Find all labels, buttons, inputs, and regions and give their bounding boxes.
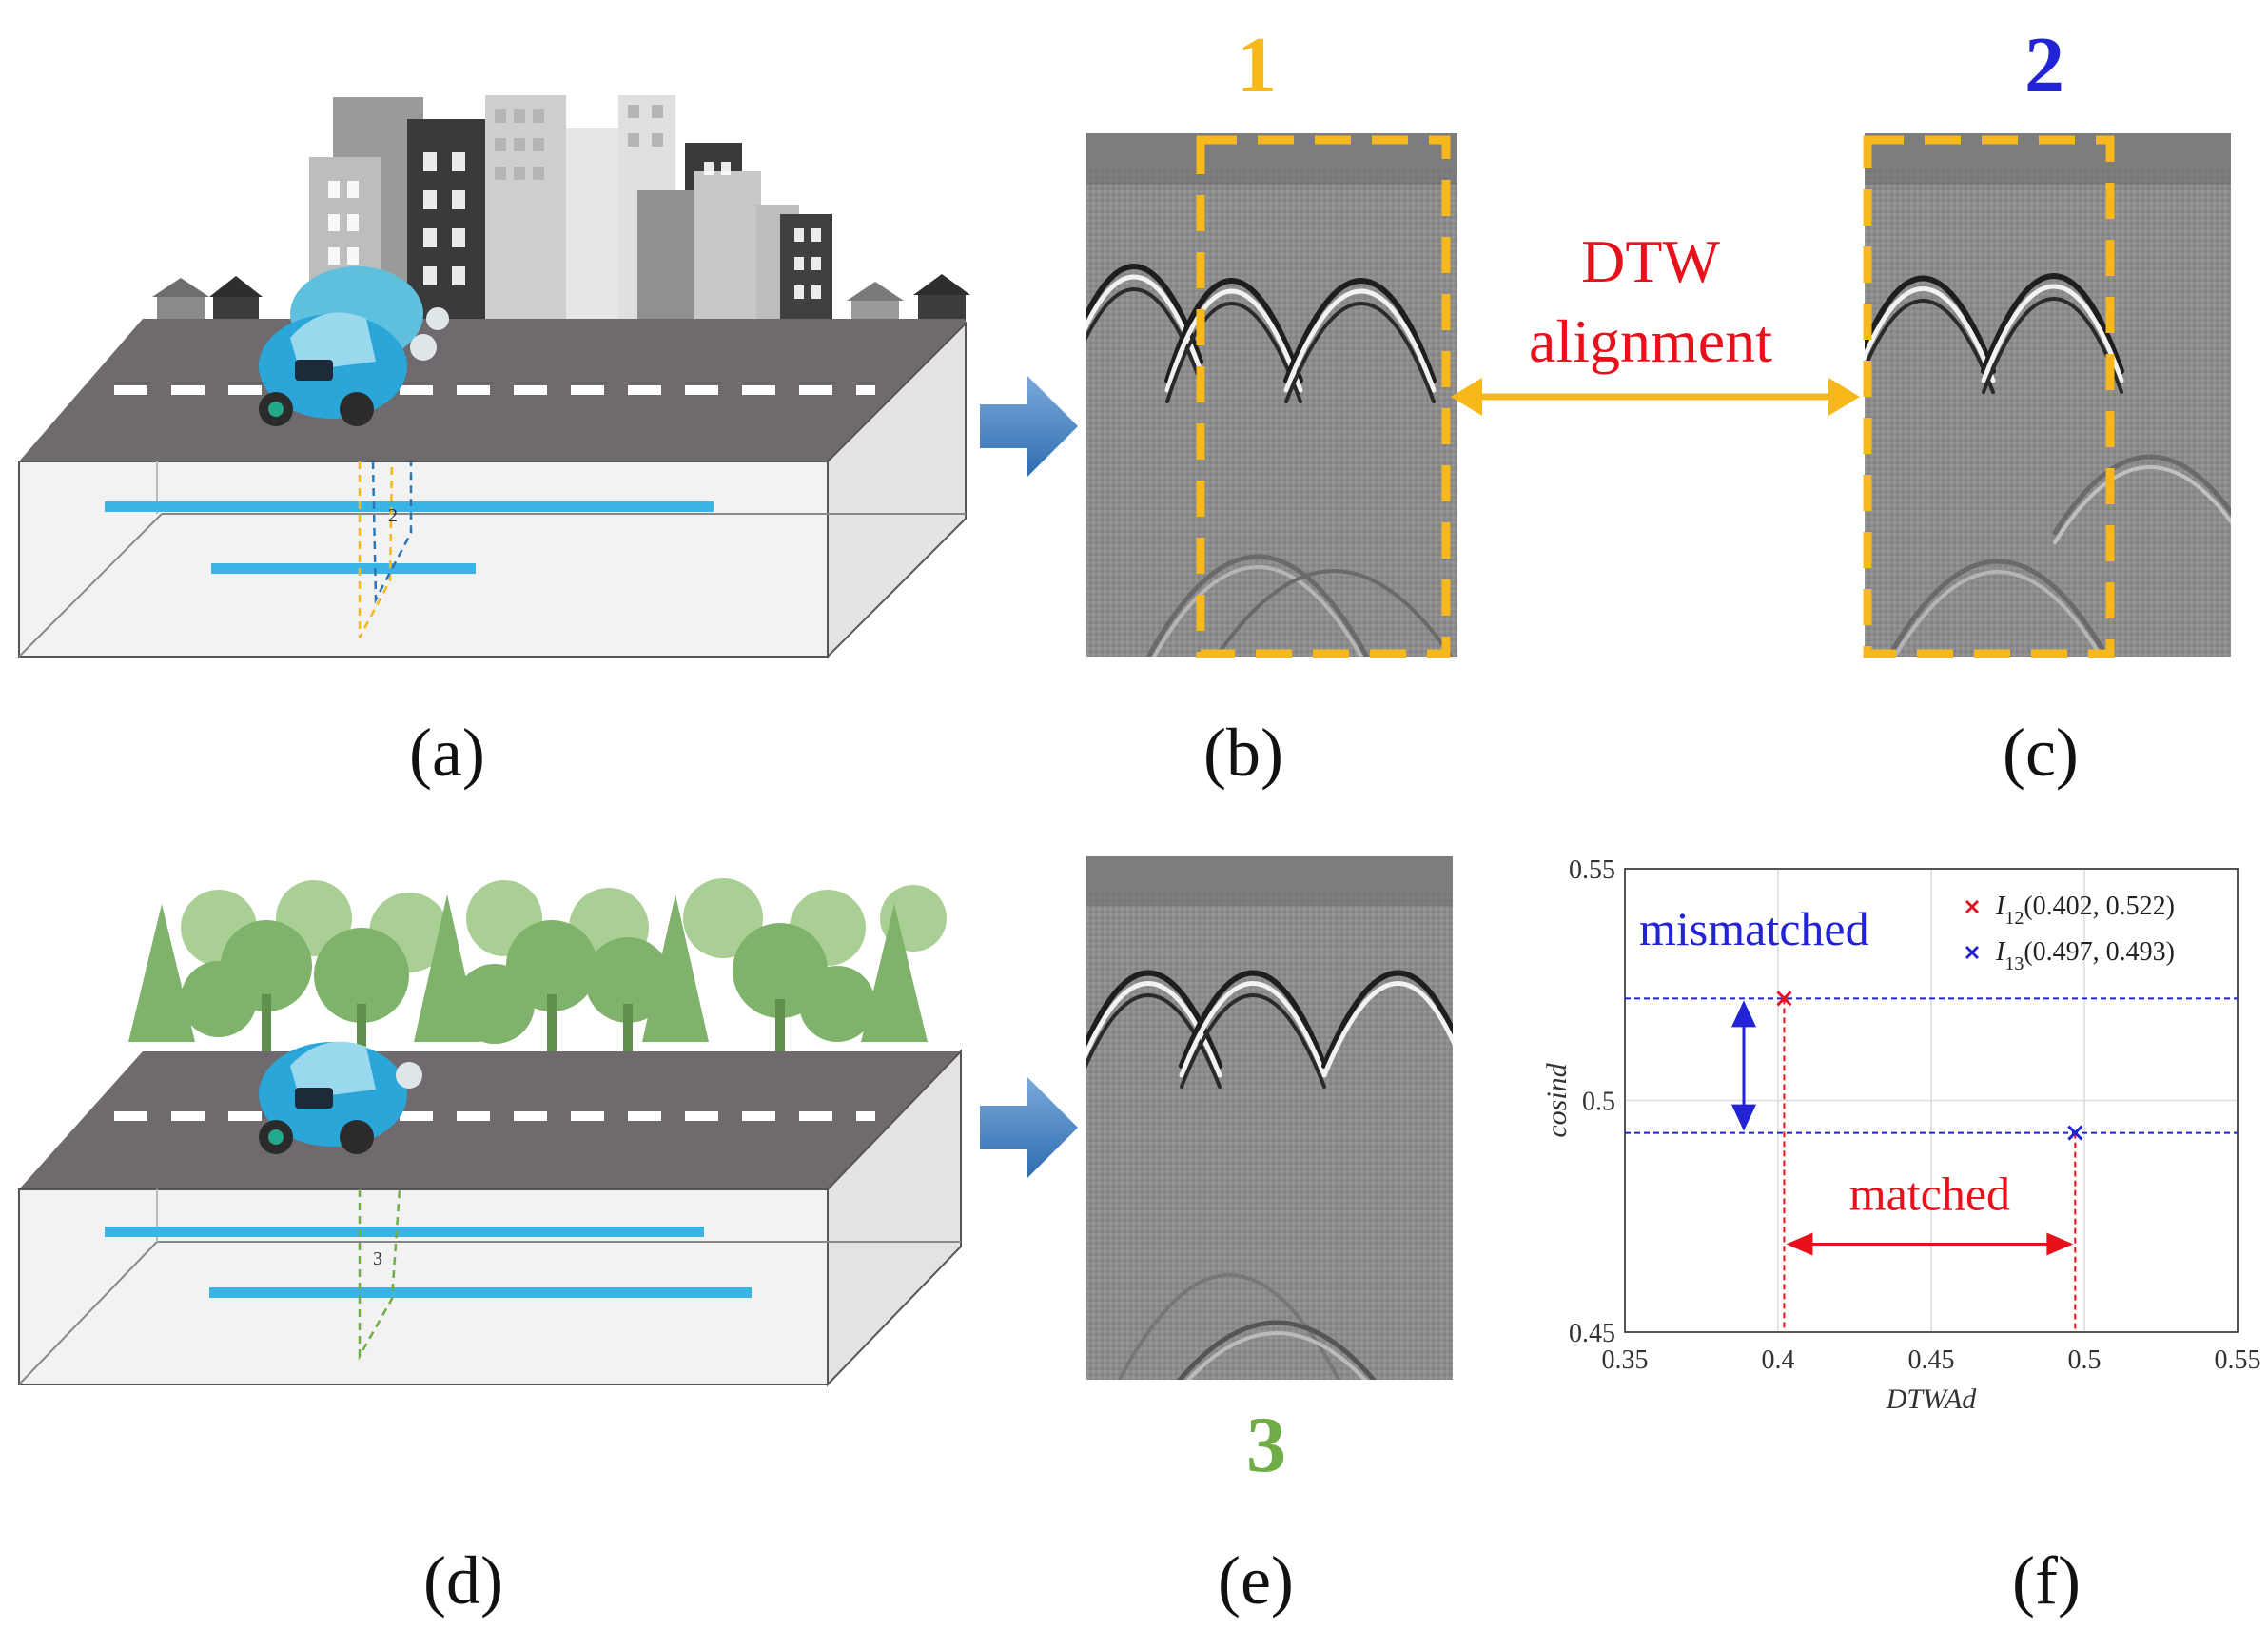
panel-label-c: (c)	[2003, 715, 2079, 791]
y-tick-label: 0.45	[1569, 1319, 1615, 1348]
arrow-icon	[980, 376, 1078, 477]
y-axis-label: cosind	[1541, 1062, 1573, 1137]
x-tick-label: 0.5	[2068, 1345, 2102, 1375]
pipe-lower	[211, 563, 476, 574]
plot-border	[1624, 868, 2239, 1333]
legend-marker	[1965, 899, 1980, 914]
window-box-2	[1863, 135, 2115, 658]
city-scene: 2	[18, 95, 970, 659]
forest-scene: 3	[18, 878, 962, 1387]
gpr-path-2	[371, 461, 413, 604]
dtw-double-arrow	[1451, 378, 1860, 416]
pipe-upper	[105, 1227, 704, 1237]
mismatch-arrow-head	[1731, 1104, 1756, 1131]
pipe-upper	[105, 501, 714, 512]
data-point-I12	[1776, 991, 1792, 1007]
gpr-path-1	[358, 461, 394, 638]
gpr-path-3	[358, 1188, 401, 1361]
panel-label-a: (a)	[409, 715, 485, 791]
y-tick-label: 0.5	[1582, 1088, 1615, 1117]
x-axis-label: DTWAd	[1886, 1384, 1978, 1408]
pipe-lower	[209, 1287, 752, 1298]
data-point-I13	[2067, 1125, 2083, 1141]
x-tick-label: 0.35	[1602, 1345, 1649, 1375]
window-box-1	[1196, 135, 1451, 658]
city-skyline	[152, 95, 970, 333]
panel-label-f: (f)	[2012, 1542, 2081, 1619]
radargram-number-2: 2	[2024, 21, 2064, 109]
path-3-label: 3	[373, 1248, 382, 1269]
radargram-e	[1086, 856, 1453, 1380]
dtw-alignment-label: alignment	[1529, 307, 1772, 375]
panel-label-d: (d)	[423, 1542, 503, 1619]
radargram-number-1: 1	[1237, 21, 1277, 109]
match-arrow-head	[2046, 1232, 2074, 1256]
x-tick-label: 0.45	[1908, 1345, 1955, 1375]
radargram-number-3: 3	[1246, 1401, 1286, 1489]
dtw-label: DTW	[1581, 227, 1720, 295]
legend-entry: I13(0.497, 0.493)	[1995, 937, 2175, 974]
y-tick-label: 0.55	[1569, 855, 1615, 885]
path-2-label: 2	[388, 505, 398, 526]
mismatch-arrow-head	[1731, 1000, 1756, 1028]
panel-label-e: (e)	[1218, 1542, 1294, 1619]
legend-marker	[1965, 945, 1980, 960]
matched-label: matched	[1849, 1167, 2010, 1220]
arrow-icon	[980, 1077, 1078, 1178]
car-icon	[259, 266, 449, 426]
mismatched-label: mismatched	[1639, 902, 1869, 955]
x-tick-label: 0.55	[2215, 1345, 2261, 1375]
match-arrow-head	[1786, 1232, 1813, 1256]
radargram-b	[1086, 133, 1457, 657]
panel-label-b: (b)	[1203, 715, 1283, 791]
x-tick-label: 0.4	[1762, 1345, 1795, 1375]
dtw-overlay	[1196, 135, 2115, 658]
radargram-c	[1865, 133, 2231, 657]
car-icon	[259, 1041, 422, 1154]
forest-trees	[128, 878, 947, 1051]
legend-entry: I12(0.402, 0.522)	[1995, 892, 2175, 929]
